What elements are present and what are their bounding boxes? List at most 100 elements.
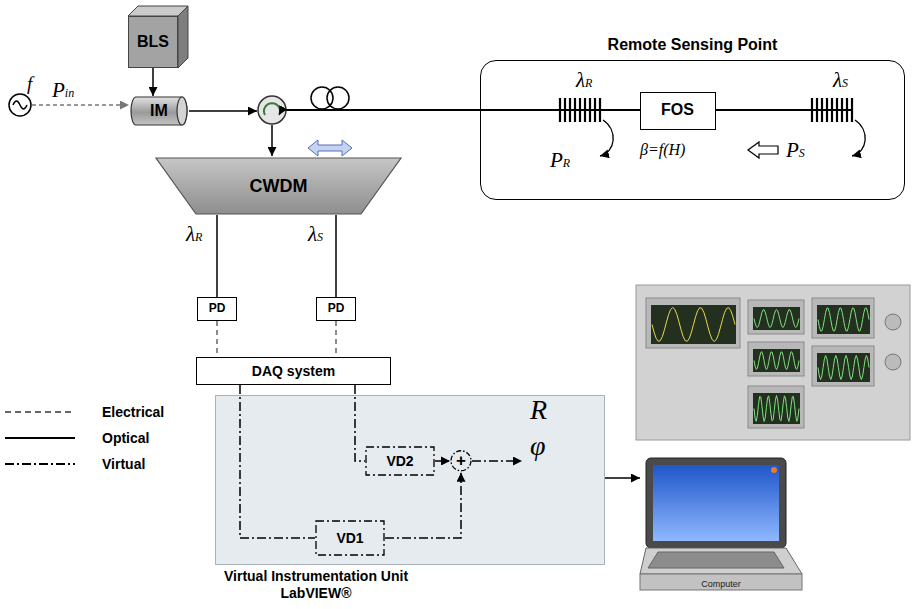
symbol-label: λS — [308, 224, 323, 245]
bragg-grating — [559, 98, 561, 122]
bidirectional-arrow — [308, 140, 352, 156]
virtual-connector — [385, 473, 461, 538]
legend-sample — [5, 411, 75, 413]
plot-frame — [748, 342, 804, 376]
laptop-base — [640, 548, 802, 574]
symbol-label: φ — [530, 432, 546, 460]
panel-fill — [215, 395, 605, 565]
optical-connector — [152, 68, 154, 96]
legend-sample — [5, 437, 75, 439]
symbol-label: R — [530, 396, 547, 424]
legend-sample — [5, 463, 75, 465]
knob — [885, 354, 901, 370]
plot-trace — [818, 356, 869, 380]
bragg-grating — [846, 98, 848, 122]
node-caption: Computer — [640, 580, 802, 589]
node-label: CWDM — [250, 176, 308, 197]
virtual-connector — [240, 385, 315, 538]
plot-trace — [652, 308, 735, 342]
node-label: VD1 — [336, 530, 363, 546]
fiber-coil — [327, 87, 349, 109]
laptop-front — [640, 574, 802, 590]
node-caption: LabVIEW® — [216, 585, 416, 601]
optical-line — [189, 110, 257, 112]
symbol-label: Pin — [52, 80, 74, 101]
symbol-label: PS — [786, 140, 805, 161]
optical-connector — [335, 215, 337, 297]
laptop-keyboard — [648, 552, 784, 568]
virtual-device-box: VD1 — [315, 520, 385, 556]
bragg-grating — [569, 98, 571, 122]
bragg-grating — [841, 98, 843, 122]
electrical-connector — [216, 321, 218, 357]
photodiode-box: PD — [197, 297, 237, 321]
legend-text: Optical — [102, 431, 149, 445]
legend-text: Electrical — [102, 405, 164, 419]
symbol-label: f — [27, 74, 32, 93]
bragg-grating — [836, 98, 838, 122]
plot-area — [817, 305, 870, 334]
symbol-label: λR — [186, 224, 202, 245]
node-label: PD — [328, 302, 345, 316]
plot-area — [753, 393, 800, 424]
hollow-arrow — [748, 142, 778, 158]
cylinder-body — [131, 97, 187, 125]
node-label: DAQ system — [252, 363, 335, 379]
plot-area — [651, 305, 736, 344]
bragg-grating — [851, 98, 853, 122]
node-label: VD2 — [386, 453, 413, 469]
light-source-box: BLS — [128, 16, 178, 68]
sum-circle: + — [450, 449, 472, 473]
symbol-label: λR — [576, 70, 592, 91]
screen-icon — [771, 467, 777, 473]
node-label: IM — [150, 102, 168, 120]
bragg-grating — [831, 98, 833, 122]
node-label: + — [456, 451, 466, 471]
symbol-label: PR — [550, 150, 570, 171]
computer-laptop: Computer — [640, 458, 802, 592]
bragg-grating — [816, 98, 818, 122]
bragg-grating — [811, 98, 813, 122]
plot-area — [753, 349, 800, 372]
bragg-grating — [589, 98, 591, 122]
modulator-box: IM — [130, 96, 188, 126]
reflection-arrow — [852, 120, 865, 156]
dash-dot-box — [316, 521, 384, 555]
laptop-screen — [653, 465, 779, 541]
knob — [885, 314, 901, 330]
plot-area — [753, 307, 800, 330]
node-label: PD — [209, 302, 226, 316]
trapezoid — [156, 158, 401, 214]
virtual-line — [472, 460, 522, 462]
circulator-symbol — [258, 96, 286, 124]
electrical-line — [32, 104, 129, 106]
signal-source — [9, 94, 31, 116]
bragg-grating — [821, 98, 823, 122]
plot-frame — [646, 298, 740, 348]
virtual-unit-panel: Virtual Instrumentation UnitLabVIEW®VD2V… — [215, 395, 605, 565]
sensing-region: Remote Sensing PointFOS — [480, 60, 905, 200]
sine-symbol — [13, 101, 27, 109]
virtual-connector — [435, 460, 450, 462]
node-caption: Remote Sensing Point — [481, 36, 904, 54]
bragg-grating — [574, 98, 576, 122]
bragg-grating — [579, 98, 581, 122]
cube-side — [178, 6, 188, 68]
bragg-grating — [564, 98, 566, 122]
symbol-label: λS — [833, 70, 848, 91]
bragg-grating — [826, 98, 828, 122]
legend-text: Virtual — [102, 457, 145, 471]
node-label: BLS — [137, 33, 169, 51]
plot-frame — [748, 386, 804, 428]
laptop-lid — [646, 458, 786, 548]
plot-trace — [818, 308, 869, 331]
plot-frame — [748, 300, 804, 334]
plot-frame — [812, 346, 874, 386]
software-screenshot — [636, 285, 910, 440]
plot-area — [817, 353, 870, 382]
bragg-grating — [594, 98, 596, 122]
node-label: FOS — [661, 101, 694, 119]
dash-dot-box — [366, 447, 434, 475]
